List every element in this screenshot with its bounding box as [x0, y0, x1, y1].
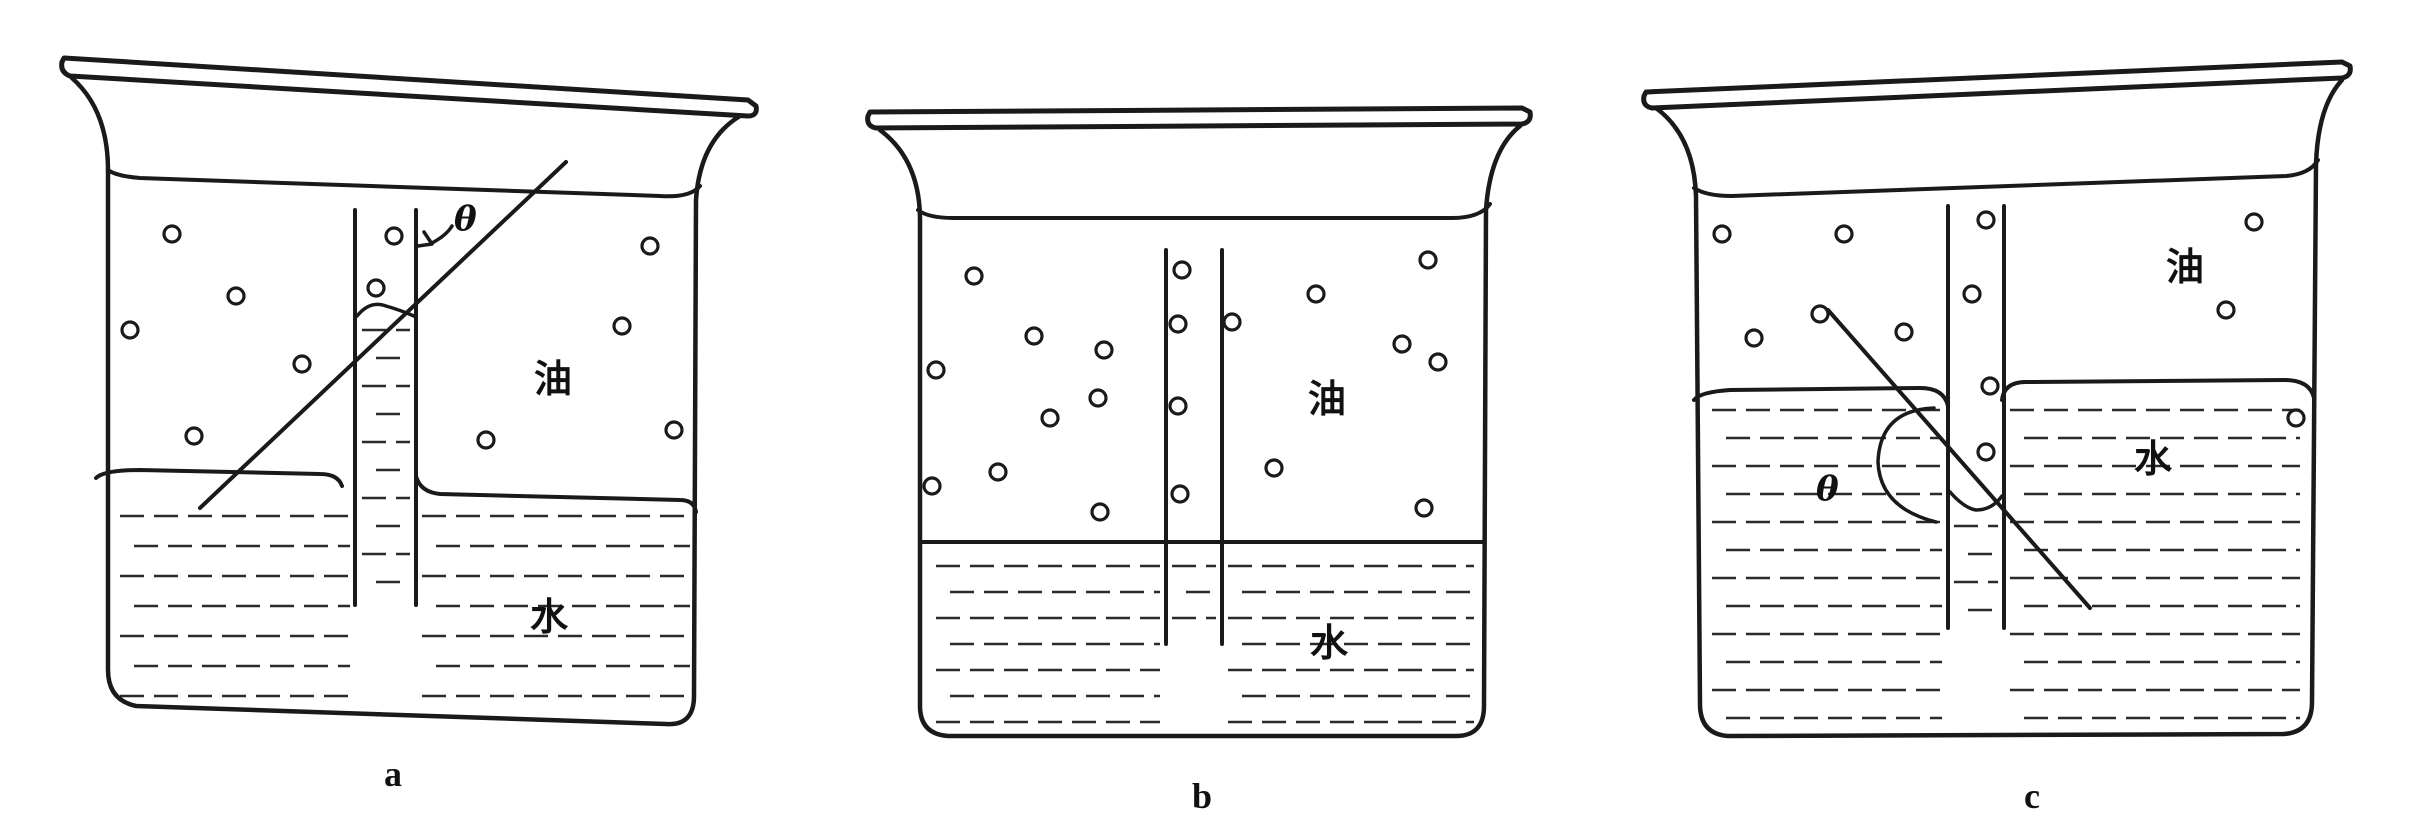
tube-water-dashes-c: [1954, 524, 1998, 612]
oil-bubbles-a: [120, 224, 684, 450]
oil-bubbles-b: [922, 250, 1448, 522]
oil-label-a: 油: [534, 357, 572, 401]
water-label-c: 水: [2134, 437, 2173, 481]
beaker-a-meniscus-line: [106, 168, 702, 199]
oil-label-b: 油: [1308, 377, 1346, 421]
water-label-b: 水: [1310, 621, 1349, 665]
panel-c: θ 油 水 c: [1641, 59, 2353, 816]
panel-label-c: c: [2024, 776, 2040, 816]
angle-arrow-a: [416, 230, 434, 248]
beaker-b-rim: [865, 105, 1533, 131]
oil-bubbles-c: [1712, 210, 2306, 462]
panel-label-a: a: [384, 754, 402, 794]
tube-water-dashes-a: [362, 328, 410, 584]
beaker-c-rim: [1641, 59, 2353, 111]
beaker-b-body: [877, 123, 1523, 739]
panel-b: 油 水 b: [865, 105, 1533, 816]
angle-arc-c: [1876, 406, 1938, 524]
angle-label-c: θ: [1816, 469, 1839, 509]
interface-a: [94, 468, 698, 514]
water-label-a: 水: [530, 595, 569, 639]
water-dashes-c: [1712, 408, 2300, 720]
oil-label-c: 油: [2166, 245, 2204, 289]
tube-water-dashes-b: [1172, 564, 1216, 620]
angle-arc-a: [428, 224, 454, 246]
tangent-line-c: [1826, 308, 2092, 610]
panel-a: θ 油 水 a: [59, 55, 759, 794]
beaker-c-body: [1653, 77, 2345, 739]
beaker-b-meniscus-line: [916, 202, 1492, 220]
beaker-a-rim: [59, 55, 759, 119]
water-dashes-a: [120, 514, 690, 698]
tangent-line-a: [198, 160, 568, 510]
beaker-c-meniscus-line: [1692, 158, 2320, 198]
beaker-a-body: [69, 75, 743, 727]
angle-label-a: θ: [454, 199, 477, 239]
panel-label-b: b: [1192, 776, 1212, 816]
water-dashes-b: [936, 564, 1474, 724]
